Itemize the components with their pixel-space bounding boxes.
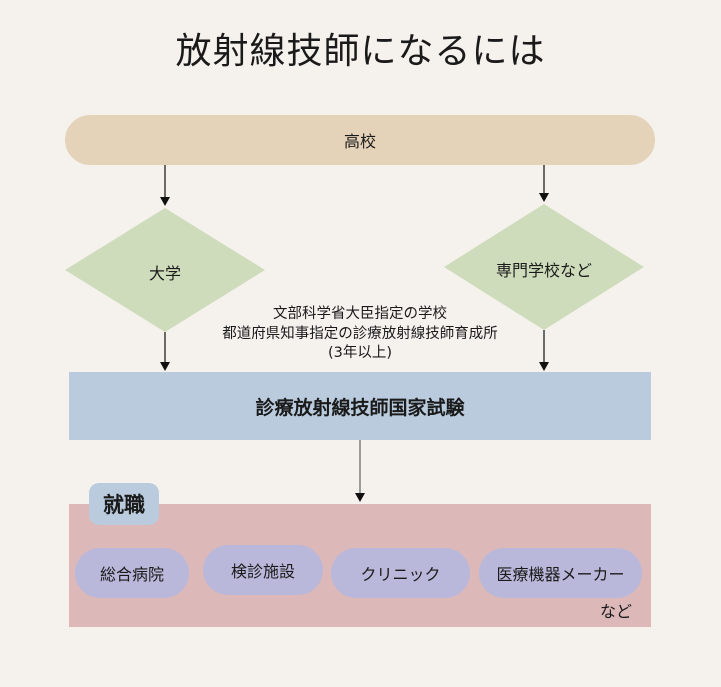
job-medical-device-maker: 医療機器メーカー (479, 548, 642, 598)
university-label: 大学 (148, 264, 181, 283)
note-line: (3年以上) (327, 345, 393, 361)
note-line: 都道府県知事指定の診療放射線技師育成所 (222, 325, 498, 342)
job-label: クリニック (360, 565, 441, 584)
job-label: 検診施設 (230, 562, 295, 581)
arrow-exam-to-employment (355, 440, 365, 502)
etc-label: など (600, 602, 633, 621)
vocational-school-label: 専門学校など (495, 261, 592, 280)
arrow-highschool-to-vocational (539, 165, 549, 202)
employment-badge-label: 就職 (103, 493, 145, 517)
job-label: 総合病院 (99, 565, 164, 584)
national-exam-label: 診療放射線技師国家試験 (255, 396, 465, 419)
job-health-checkup-facility: 検診施設 (203, 545, 323, 595)
high-school-node: 高校 (65, 115, 655, 165)
school-requirement-note: 文部科学省大臣指定の学校 都道府県知事指定の診療放射線技師育成所 (3年以上) (160, 305, 560, 364)
job-label: 医療機器メーカー (496, 565, 625, 584)
high-school-label: 高校 (343, 132, 376, 151)
employment-badge: 就職 (89, 483, 159, 525)
job-general-hospital: 総合病院 (75, 548, 189, 598)
note-line: 文部科学省大臣指定の学校 (273, 306, 447, 322)
job-clinic: クリニック (331, 548, 470, 598)
arrow-highschool-to-university (160, 165, 170, 206)
page-title: 放射線技師になるには (175, 31, 546, 72)
national-exam-node: 診療放射線技師国家試験 (69, 372, 651, 440)
